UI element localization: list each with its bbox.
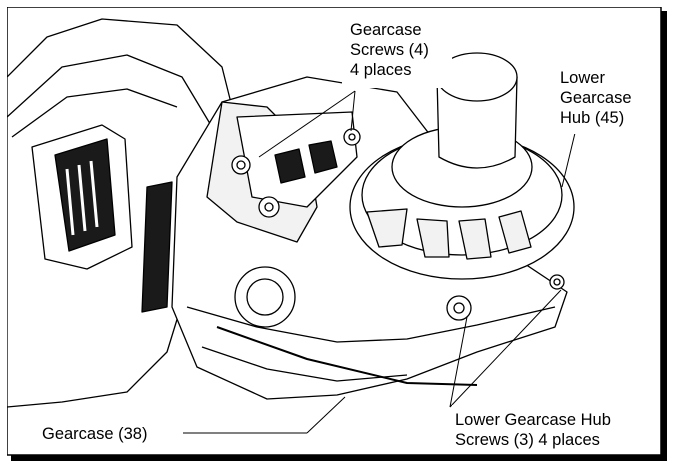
hub-ribs <box>366 208 532 260</box>
label-hub-line1: Lower <box>560 69 605 87</box>
spindle-lock-button <box>436 76 518 169</box>
label-gearcase-screws-line2: Screws (4) <box>350 41 429 59</box>
label-bg-gearcase-screws <box>342 12 452 88</box>
leader-gearcase-screws-a <box>258 90 356 158</box>
leader-hub-screws-b <box>449 289 562 408</box>
motor-housing-seam <box>7 54 213 128</box>
hub-screw-1 <box>446 295 472 321</box>
label-gearcase: Gearcase (38) <box>42 425 147 443</box>
label-bg-gearcase <box>37 423 183 445</box>
gearcase-screw-2 <box>258 196 280 218</box>
leader-hub-screws-a <box>449 316 468 408</box>
gearcase-illustration: Gearcase Screws (4) 4 places Lower Gearc… <box>7 7 667 461</box>
label-gearcase-screws-line3: 4 places <box>350 61 411 79</box>
motor-housing-ridge <box>11 88 178 138</box>
leader-gearcase-b <box>306 396 346 434</box>
tool-body <box>7 18 575 408</box>
diagram-frame: Gearcase Screws (4) 4 places Lower Gearc… <box>7 7 669 463</box>
guard-edge <box>216 326 478 386</box>
label-bg-hub-screws <box>452 405 657 449</box>
label-hub-line3: Hub (45) <box>560 109 624 127</box>
label-hub-screws-line1: Lower Gearcase Hub <box>455 411 611 429</box>
leader-lines <box>182 90 576 434</box>
gearcase-lower-seam <box>186 306 556 343</box>
label-bg-hub <box>553 62 657 134</box>
gearcase-screw-3 <box>343 128 361 146</box>
leader-gearcase-screws-b <box>350 90 356 132</box>
vent-ribs <box>141 181 173 313</box>
gearcase-screw-1 <box>231 155 251 175</box>
label-hub-line2: Gearcase <box>560 89 632 107</box>
label-gearcase-screws-line1: Gearcase <box>350 21 422 39</box>
gearcase-vents <box>274 140 338 184</box>
gearcase-lip <box>201 346 408 382</box>
leader-hub <box>561 132 576 188</box>
switch-grip-slots <box>65 160 99 236</box>
side-handle-hole <box>246 278 284 316</box>
label-hub-screws-line2: Screws (3) 4 places <box>455 431 600 449</box>
hub-screw-2 <box>549 274 565 290</box>
switch-grip-panel <box>54 138 116 252</box>
screws <box>231 128 565 321</box>
